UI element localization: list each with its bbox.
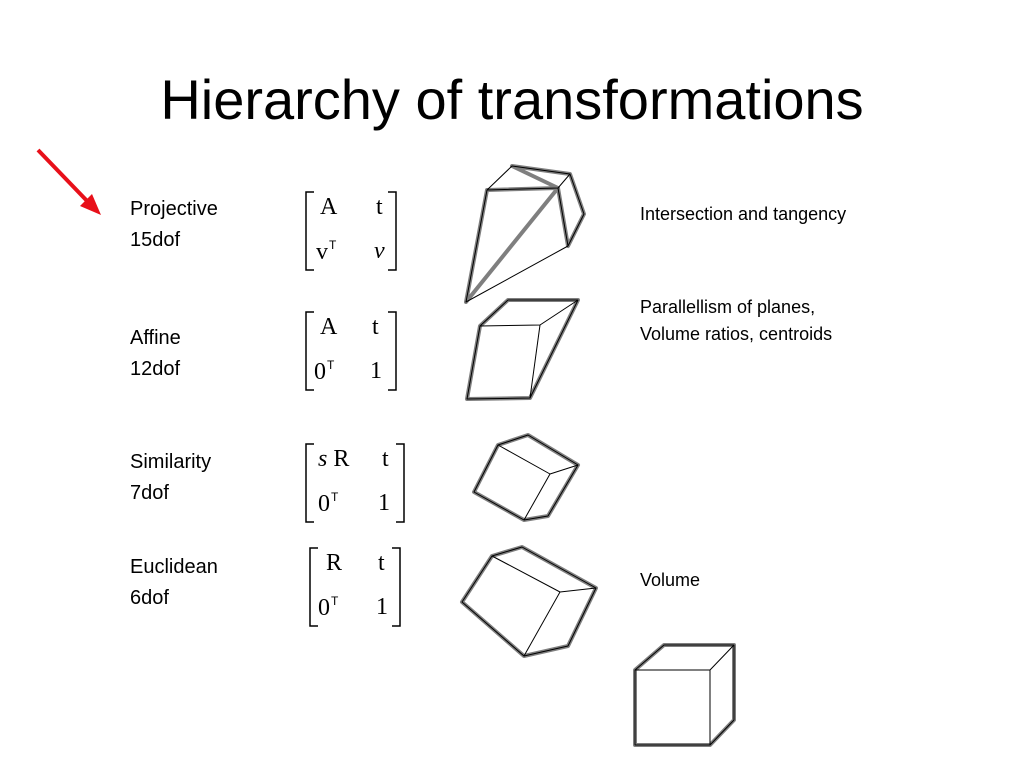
transform-dof: 7dof (130, 482, 169, 504)
matrix-cell-a: A (320, 314, 338, 340)
matrix-cell-c: 0 (318, 595, 330, 621)
projective-shape-icon (464, 164, 586, 304)
matrix-brackets (309, 547, 401, 627)
property-line: Volume (640, 570, 701, 590)
matrix-cell-b: t (378, 550, 385, 576)
transform-dof: 15dof (130, 229, 181, 251)
property-projective: Intersection and tangency (640, 201, 846, 228)
row-label-affine: Affine 12dof (130, 323, 181, 385)
transform-dof: 6dof (130, 587, 169, 609)
affine-shape-icon (465, 298, 580, 401)
matrix-cell-b: t (382, 446, 389, 472)
row-label-projective: Projective 15dof (130, 194, 218, 256)
matrix-similarity: s R t 0T 1 (302, 442, 410, 524)
matrix-cell-b: t (372, 314, 379, 340)
matrix-transpose: T (331, 490, 339, 504)
matrix-cell-c: v (316, 239, 328, 265)
slide-title: Hierarchy of transformations (160, 68, 864, 131)
property-line: Parallellism of planes, (640, 297, 816, 317)
matrix-cell-d: v (374, 238, 385, 264)
matrix-transpose: T (327, 358, 335, 372)
property-euclidean: Volume (640, 567, 700, 594)
transform-name: Euclidean (130, 556, 218, 578)
matrix-affine: A t 0T 1 (302, 310, 402, 392)
matrix-cell-a: R (333, 446, 350, 472)
matrix-cell-scale: s (318, 446, 328, 472)
matrix-transpose: T (331, 594, 339, 608)
matrix-transpose: T (329, 238, 337, 252)
transform-name: Similarity (130, 451, 212, 473)
matrix-projective: A t vT v (302, 190, 402, 272)
similarity-shape-icon (472, 433, 580, 522)
transform-name: Projective (130, 198, 218, 220)
matrix-cell-a: A (320, 194, 338, 220)
matrix-brackets (305, 311, 397, 391)
matrix-cell-c: 0 (318, 491, 330, 517)
matrix-cell-d: 1 (370, 358, 382, 384)
row-label-euclidean: Euclidean 6dof (130, 552, 218, 614)
property-affine: Parallellism of planes, Volume ratios, c… (640, 294, 832, 348)
cube-shape-icon (633, 643, 736, 747)
matrix-cell-b: t (376, 194, 383, 220)
matrix-cell-d: 1 (378, 490, 390, 516)
property-line: Volume ratios, centroids (640, 324, 833, 344)
property-line: Intersection and tangency (640, 204, 847, 224)
transform-dof: 12dof (130, 358, 181, 380)
row-label-similarity: Similarity 7dof (130, 447, 211, 509)
matrix-euclidean: R t 0T 1 (306, 546, 406, 628)
transform-name: Affine (130, 327, 181, 349)
euclidean-shape-icon (460, 545, 598, 658)
matrix-cell-a: R (326, 550, 343, 576)
matrix-cell-c: 0 (314, 359, 326, 385)
matrix-brackets (305, 191, 397, 271)
matrix-cell-d: 1 (376, 594, 388, 620)
matrix-brackets (305, 443, 405, 523)
